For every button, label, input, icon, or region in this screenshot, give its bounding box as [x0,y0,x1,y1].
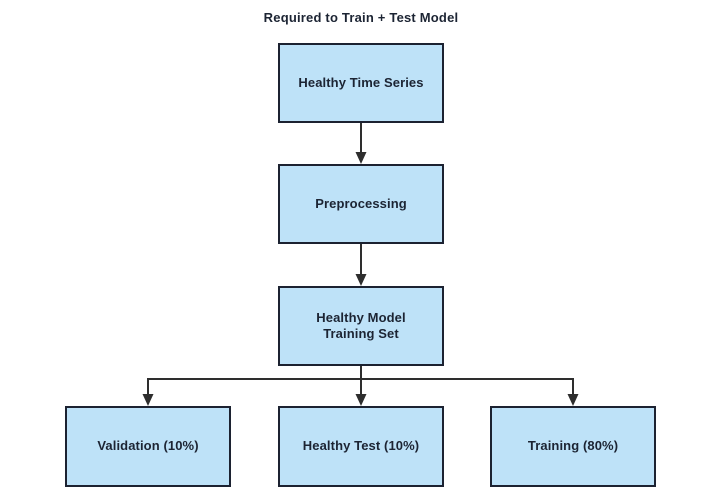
node-label: Healthy Time Series [298,74,424,90]
arrow-split-to-healthy-test [355,378,367,406]
node-label: Preprocessing [315,195,407,211]
split-connector [148,366,573,380]
node-healthy-test: Healthy Test (10%) [278,406,444,487]
node-label: Training (80%) [527,438,619,454]
node-label: Validation (10%) [97,438,199,454]
arrow-series-to-preprocessing [355,123,367,164]
node-training: Training (80%) [490,406,656,487]
arrow-split-to-validation [142,378,154,406]
diagram-title: Required to Train + Test Model [263,10,459,25]
node-label: Healthy Model Training Set [316,309,406,341]
arrow-split-to-training [567,378,579,406]
node-healthy-time-series: Healthy Time Series [278,43,444,123]
arrow-preprocessing-to-training-set [355,244,367,286]
node-preprocessing: Preprocessing [278,164,444,244]
node-validation: Validation (10%) [65,406,231,487]
node-healthy-model-training-set: Healthy Model Training Set [278,286,444,366]
node-label: Healthy Test (10%) [302,438,420,454]
